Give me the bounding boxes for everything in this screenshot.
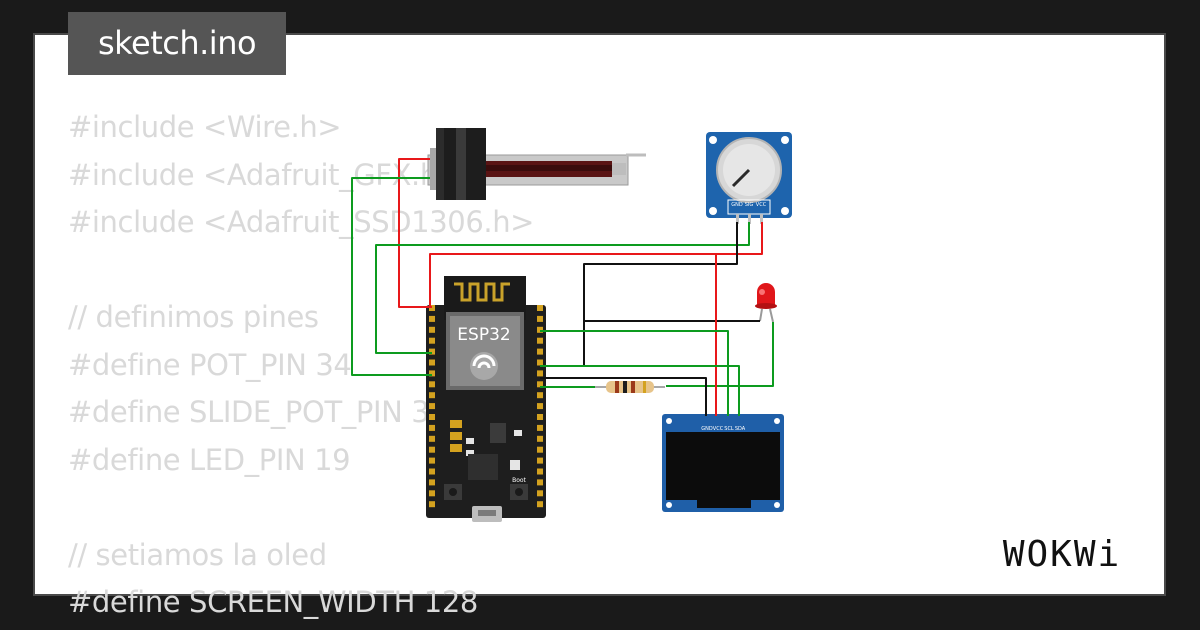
code-line: #define POT_PIN 34 [68, 347, 352, 382]
wire-red [398, 158, 432, 308]
wire-black [540, 222, 738, 367]
header-pin[interactable] [429, 446, 435, 453]
header-pin[interactable] [537, 424, 543, 431]
wire-red [429, 222, 763, 308]
code-line: #include <Wire.h> [68, 110, 342, 144]
esp32-label: ESP32 [457, 325, 510, 345]
header-pin[interactable] [537, 435, 543, 442]
header-pin[interactable] [429, 424, 435, 431]
pot-pin-label: VCC [756, 202, 767, 208]
header-pin[interactable] [429, 435, 435, 442]
wire-green [666, 322, 774, 387]
preview-card [33, 33, 1166, 596]
file-tab[interactable]: sketch.ino [68, 12, 286, 75]
wokwi-logo-text: WOKWi [1003, 534, 1121, 575]
header-pin[interactable] [537, 446, 543, 453]
oled-pin-label: SCL [724, 426, 734, 432]
header-pin[interactable] [429, 403, 435, 410]
header-pin[interactable] [537, 403, 543, 410]
wires [351, 158, 774, 416]
wire-green [540, 365, 740, 416]
boot-label: Boot [512, 477, 526, 484]
header-pin[interactable] [429, 490, 435, 497]
header-pin[interactable] [537, 348, 543, 355]
header-pin[interactable] [537, 315, 543, 322]
wire-green [375, 222, 750, 354]
code-line: #include <Adafruit_GFX.h> [68, 157, 462, 192]
header-pin[interactable] [429, 381, 435, 388]
pot-pin-label: SIG [745, 202, 754, 208]
header-pin[interactable] [537, 305, 543, 311]
header-pin[interactable] [537, 468, 543, 475]
header-pin[interactable] [429, 501, 435, 508]
header-pin[interactable] [537, 414, 543, 420]
rotary-potentiometer[interactable]: GND SIG VCC [706, 132, 792, 224]
header-pin[interactable] [429, 348, 435, 355]
header-pin[interactable] [537, 337, 543, 344]
header-pin[interactable] [537, 392, 543, 399]
code-line: // definimos pines [68, 300, 319, 334]
code-line: #define SCREEN_WIDTH 128 [68, 585, 478, 619]
header-pin[interactable] [429, 359, 435, 366]
oled-display[interactable]: GND VCC SCL SDA [662, 414, 784, 512]
header-pin[interactable] [429, 326, 435, 333]
oled-pin-label: GND [701, 426, 713, 432]
wire-green [540, 330, 729, 416]
red-led[interactable] [755, 283, 777, 323]
slide-potentiometer[interactable] [427, 128, 646, 200]
wire-black [540, 377, 707, 416]
code-line: #include <Adafruit_SSD1306.h> [68, 205, 535, 239]
header-pin[interactable] [429, 337, 435, 344]
header-pin[interactable] [429, 370, 435, 377]
esp32-board[interactable]: ESP32 Boot [426, 276, 546, 522]
header-pin[interactable] [429, 315, 435, 322]
header-pin[interactable] [537, 370, 543, 377]
code-line: #define LED_PIN 19 [68, 442, 351, 477]
header-pin[interactable] [537, 381, 543, 388]
code-editor: #include <Wire.h> #include <Adafruit_GFX.… [68, 104, 534, 627]
header-pin[interactable] [537, 501, 543, 508]
header-pin[interactable] [429, 414, 435, 420]
wire-green [351, 177, 432, 376]
header-pin[interactable] [537, 490, 543, 497]
header-pin[interactable] [537, 326, 543, 333]
header-pin[interactable] [429, 479, 435, 486]
wokwi-logo: WOKWi [1003, 534, 1121, 575]
oled-pin-label: VCC [713, 426, 724, 432]
header-pin[interactable] [537, 457, 543, 464]
header-pin[interactable] [429, 468, 435, 475]
resistor[interactable] [595, 381, 665, 393]
header-pin[interactable] [429, 392, 435, 399]
pot-pin-label: GND [731, 202, 743, 208]
header-pin[interactable] [429, 457, 435, 464]
header-pin[interactable] [537, 479, 543, 486]
header-pin[interactable] [537, 359, 543, 366]
oled-pin-label: SDA [735, 426, 746, 432]
code-line: // setiamos la oled [68, 537, 327, 572]
